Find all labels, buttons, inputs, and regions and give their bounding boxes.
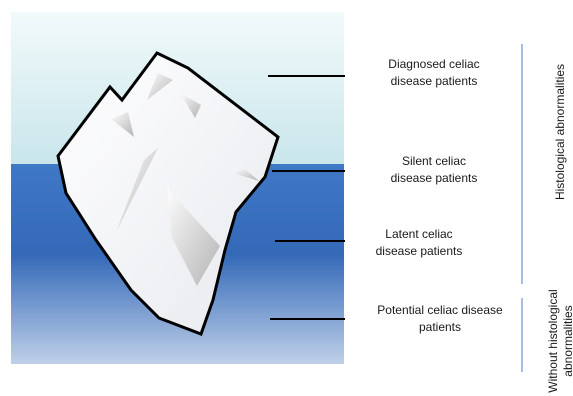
label-latent: Latent celiac disease patients bbox=[334, 226, 504, 260]
label-diagnosed: Diagnosed celiac disease patients bbox=[349, 56, 519, 90]
side-label-without-histological: Without histological abnormalities bbox=[546, 286, 573, 396]
label-silent: Silent celiac disease patients bbox=[349, 153, 519, 187]
label-potential: Potential celiac disease patients bbox=[355, 302, 525, 336]
side-label-histological: Histological abnormalities bbox=[553, 47, 569, 217]
